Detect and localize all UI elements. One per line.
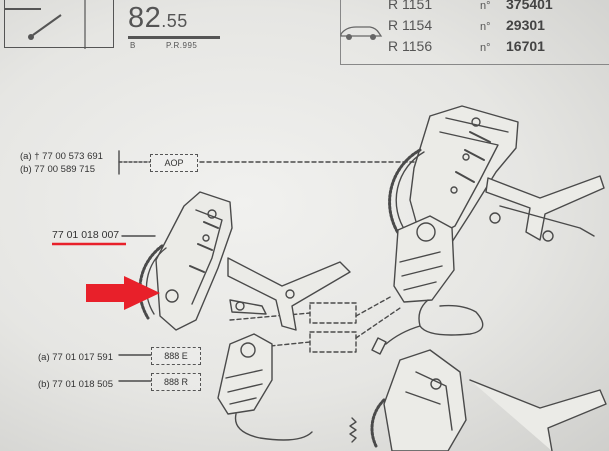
header-rule [128,36,220,39]
arm-link [499,205,595,237]
upper-motor [393,215,455,303]
lower-regulator-plate [383,349,467,451]
page-number: 82.55 [128,2,188,34]
right-code: P.R.995 [166,41,198,50]
left-gear-teeth [138,244,164,320]
part-number-bot-a: (a) 77 01 017 591 [38,352,114,363]
motor-hub [416,222,436,242]
motor-ribs [399,251,443,291]
connector-leaders [355,295,401,339]
connector-box-top [309,302,357,324]
arm-pivot [235,301,245,311]
gear-sector [395,151,425,233]
left-gear-sector [145,247,167,315]
lower-scissor-arm [469,379,607,451]
pivot-bolt [165,289,179,303]
lower-gear-teeth [370,398,386,448]
part-number-mid: 77 01 018 007 [52,229,120,241]
part-number-bot-b: (b) 77 01 018 505 [38,379,114,390]
tag-888r: 888 R [151,373,201,391]
lower-plate-rib [405,371,453,431]
arm-pivot [489,212,501,224]
thumbnail-box [4,0,114,49]
plate-rib [445,117,509,133]
part-number-top-a: (a) † 77 00 573 691 [20,151,103,162]
plate-slots [455,131,491,183]
red-arrow-icon [86,276,160,310]
connector-box-bottom [309,331,357,353]
gear-sector-teeth [388,148,422,238]
cable-plug [371,337,387,355]
left-plate-rib [191,209,223,305]
arm-pivot [542,230,554,242]
part-number-top-b: (b) 77 00 589 715 [20,164,96,175]
bolt-hole [202,234,210,242]
left-motor-hub [240,342,256,358]
left-plate-slots [189,221,219,273]
arm-pivot [285,289,295,299]
bolt-hole [471,117,481,127]
bolt-hole [462,153,470,161]
left-code: B [130,41,136,50]
left-arm-tab [229,299,267,315]
arm-pivot [430,378,442,390]
cable-wire [385,325,421,345]
tag-888e: 888 E [151,347,201,365]
bolt-hole [207,209,217,219]
window-regulator-thumbnail-icon [5,0,86,49]
left-regulator-plate [155,191,233,331]
left-motor-cable [234,413,313,441]
upper-scissor-arm [485,175,605,241]
bolt-hole [450,186,458,194]
motor-cable [418,299,484,336]
left-scissor-arm [227,257,351,331]
left-motor-ribs [225,369,263,405]
spring [349,417,357,443]
tag-aop: AOP [150,154,198,172]
